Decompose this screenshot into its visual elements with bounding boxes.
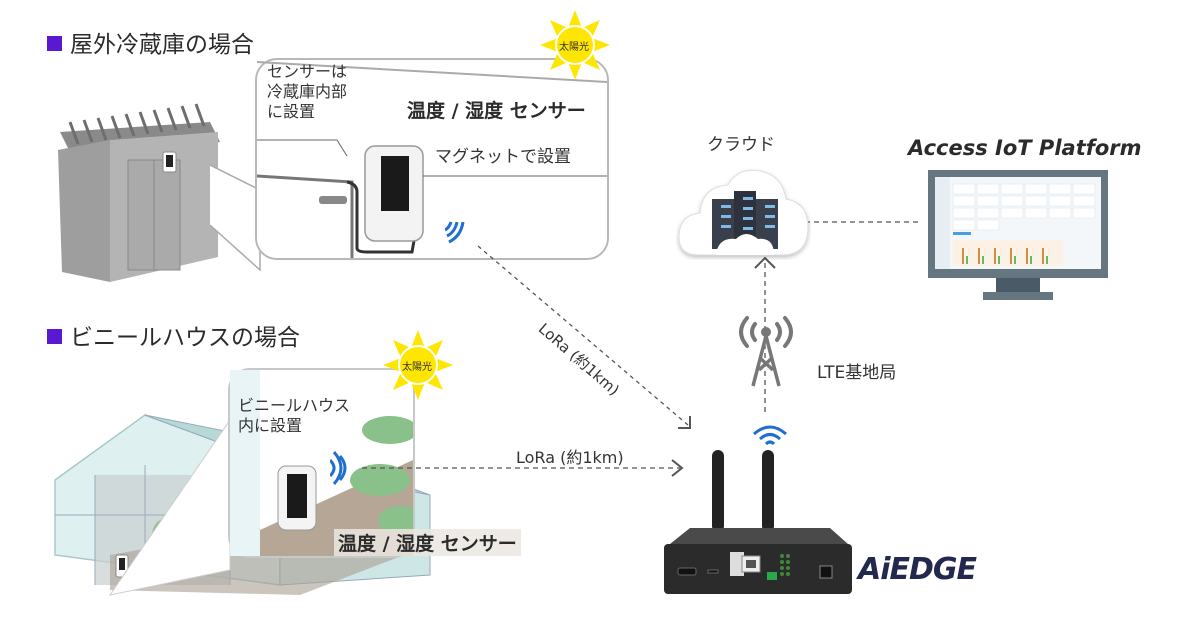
cloud-label: クラウド [707, 135, 775, 155]
platform-title: Access IoT Platform [908, 136, 1142, 160]
arrow-head-icon [671, 459, 684, 477]
bullet-square-icon [47, 36, 62, 51]
lora-diagonal-line [477, 245, 689, 426]
antenna-left [712, 450, 724, 532]
outdoor-callout-panel: センサーは 冷蔵庫内部 に設置 温度 / 湿度 センサー マグネットで設置 [255, 58, 609, 260]
bullet-square-icon [47, 329, 62, 344]
outdoor-sensor-label: 温度 / 湿度 センサー [407, 100, 586, 122]
outdoor-install-note: センサーは 冷蔵庫内部 に設置 [267, 62, 348, 121]
lora-horizontal-label: LoRa (約1km) [516, 448, 624, 467]
aiedge-logo: AiEDGE [858, 552, 977, 587]
arrow-head-icon [754, 256, 776, 269]
greenhouse-heading: ビニールハウスの場合 [47, 318, 300, 352]
sunlight-icon: 太陽光 [540, 10, 610, 80]
cloud-server-icon [678, 169, 809, 256]
cell-tower-icon [739, 316, 793, 387]
arrow-head-icon [678, 416, 691, 429]
monitor-dashboard-icon [928, 170, 1108, 300]
wireless-wave-icon [445, 221, 465, 244]
greenhouse-sensor-label: 温度 / 湿度 センサー [334, 529, 521, 556]
outdoor-heading: 屋外冷蔵庫の場合 [47, 25, 254, 59]
greenhouse-install-note: ビニールハウス 内に設置 [238, 396, 351, 435]
wireless-wave-icon [753, 425, 787, 446]
outdoor-fridge-illustration [58, 103, 220, 282]
wireless-wave-icon [330, 451, 347, 485]
antenna-right [762, 450, 774, 532]
fridge-interior-drawing [257, 61, 607, 258]
mount-label: マグネットで設置 [435, 147, 571, 167]
lte-label: LTE基地局 [817, 363, 897, 383]
aiedge-gateway-device [664, 450, 852, 594]
sunlight-icon: 太陽光 [383, 330, 453, 400]
